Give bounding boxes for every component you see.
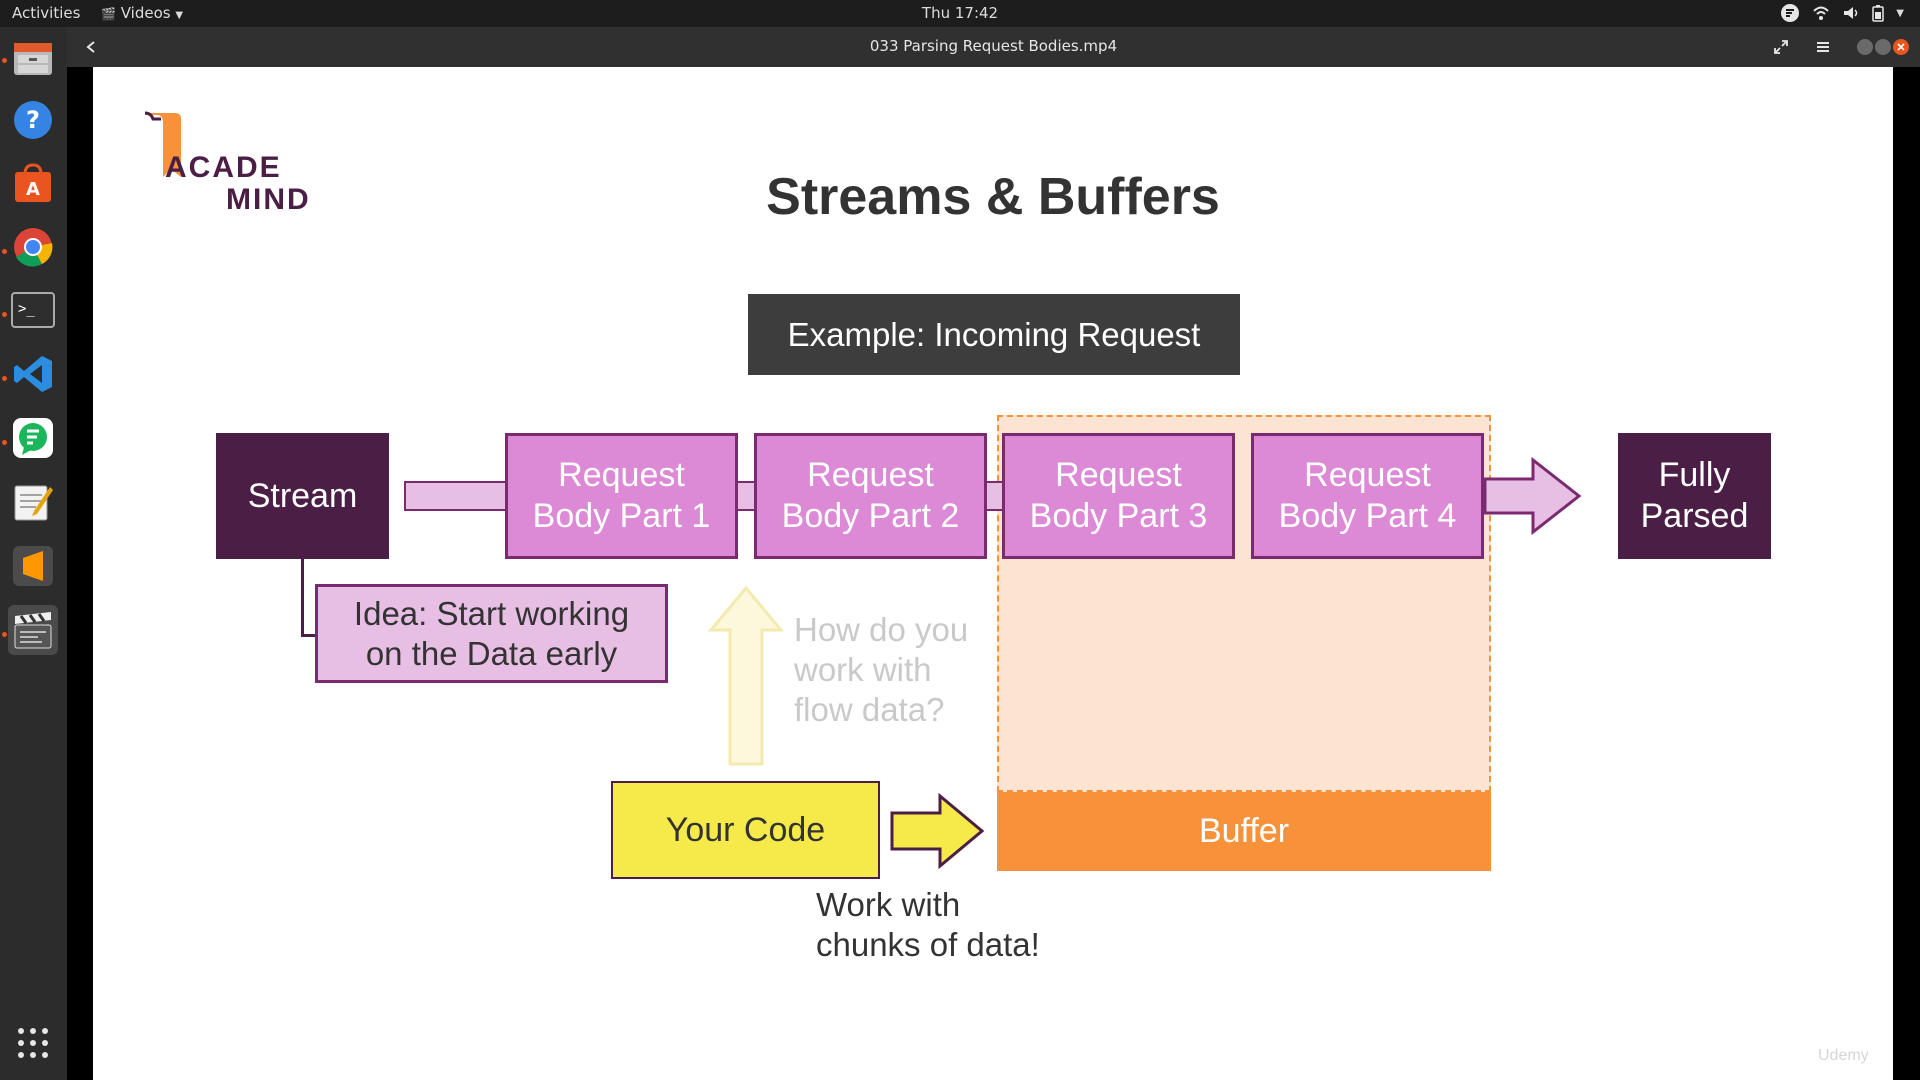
academind-logo: ACADE MIND	[143, 111, 309, 216]
part-label-line2: Body Part 4	[1278, 497, 1457, 535]
chevron-left-icon	[86, 41, 95, 53]
chunks-line1: Work with	[816, 886, 961, 923]
file-cabinet-icon	[14, 43, 52, 75]
dock-sublime[interactable]	[8, 541, 58, 591]
notification-icon[interactable]	[1780, 3, 1800, 23]
idea-line1: Idea: Start working	[353, 594, 630, 632]
part-label-line2: Body Part 2	[781, 497, 960, 535]
videos-app-icon: 🎬	[101, 7, 116, 21]
chevron-down-icon: ▼	[175, 10, 184, 21]
slide-title: Streams & Buffers	[766, 168, 1220, 226]
bookmark-logo-icon	[144, 111, 181, 177]
connector-line	[301, 559, 304, 637]
activities-button[interactable]: Activities	[12, 4, 81, 22]
clock[interactable]: Thu 17:42	[921, 4, 999, 22]
chunks-line2: chunks of data!	[816, 926, 1040, 963]
buffer-box: Buffer	[997, 792, 1491, 871]
window-title: 033 Parsing Request Bodies.mp4	[869, 37, 1118, 55]
fully-parsed-line1: Fully	[1658, 456, 1731, 495]
app-grid-icon	[18, 1028, 48, 1058]
close-icon	[1897, 43, 1905, 51]
hamburger-menu-icon	[1817, 42, 1829, 52]
dock-files[interactable]	[8, 32, 58, 82]
vscode-icon	[14, 356, 52, 392]
dock-terminal[interactable]: >_	[8, 285, 58, 335]
app-menu-label: Videos	[120, 4, 171, 22]
your-code-box: Your Code	[611, 781, 880, 879]
dock: ? A >_	[0, 27, 67, 1080]
fullscreen-button[interactable]	[1767, 33, 1795, 61]
help-icon: ?	[14, 101, 52, 139]
chat-icon	[13, 418, 53, 458]
question-text: How do you work with flow data?	[794, 610, 968, 730]
fullscreen-icon	[1774, 40, 1788, 54]
fully-parsed-line2: Parsed	[1640, 497, 1749, 535]
battery-icon[interactable]	[1872, 4, 1885, 22]
running-indicator	[2, 312, 7, 317]
close-button[interactable]	[1893, 39, 1909, 55]
running-indicator	[2, 376, 7, 381]
svg-text:?: ?	[26, 106, 40, 134]
right-arrow-icon	[890, 793, 985, 869]
terminal-icon: >_	[11, 292, 55, 328]
dock-help[interactable]: ?	[8, 95, 58, 145]
dock-chrome[interactable]	[8, 222, 58, 272]
udemy-watermark: Udemy	[1818, 1047, 1869, 1064]
svg-text:A: A	[26, 179, 40, 200]
volume-icon[interactable]	[1842, 4, 1860, 22]
example-label: Example: Incoming Request	[748, 294, 1240, 375]
chevron-down-icon[interactable]: ▼	[1896, 7, 1904, 19]
svg-text:>_: >_	[18, 301, 35, 317]
running-indicator	[2, 249, 7, 254]
logo-text-line1: ACADE	[165, 151, 282, 184]
maximize-button[interactable]	[1875, 39, 1891, 55]
up-arrow-icon	[708, 585, 784, 766]
menu-button[interactable]	[1809, 33, 1837, 61]
chrome-icon	[14, 228, 53, 267]
connector-line	[301, 634, 318, 637]
part-label-line1: Request	[1055, 456, 1182, 495]
part-label-line1: Request	[807, 456, 934, 495]
dock-software[interactable]: A	[8, 158, 58, 208]
running-indicator	[2, 58, 7, 63]
idea-line2: on the Data early	[365, 634, 618, 672]
show-applications-button[interactable]	[8, 1018, 58, 1068]
flow-arrow-icon	[1483, 457, 1582, 535]
text-editor-icon	[14, 485, 53, 521]
part-label-line2: Body Part 3	[1029, 497, 1208, 535]
system-tray[interactable]: ▼	[1780, 3, 1904, 23]
clapperboard-icon	[14, 612, 52, 649]
question-line3: flow data?	[794, 691, 945, 728]
stream-box: Stream	[216, 433, 389, 559]
running-indicator	[2, 440, 7, 445]
dock-chat[interactable]	[8, 413, 58, 463]
wifi-icon[interactable]	[1812, 4, 1830, 22]
question-line1: How do you	[794, 611, 969, 648]
chunks-text: Work with chunks of data!	[816, 885, 1040, 965]
question-line2: work with	[794, 651, 932, 688]
dock-videos[interactable]	[8, 605, 58, 655]
part-label-line1: Request	[558, 456, 685, 495]
software-center-icon: A	[15, 163, 51, 202]
logo-text-line2: MIND	[226, 183, 311, 216]
video-frame[interactable]: ACADE MIND Streams & Buffers Example: In…	[93, 67, 1893, 1080]
part-label-line2: Body Part 1	[532, 497, 711, 535]
sublime-text-icon	[13, 546, 53, 586]
header-bar: 033 Parsing Request Bodies.mp4	[67, 27, 1920, 67]
top-bar: Activities 🎬 Videos ▼ Thu 17:42 ▼	[0, 0, 1920, 27]
running-indicator	[2, 632, 7, 637]
dock-vscode[interactable]	[8, 349, 58, 399]
minimize-button[interactable]	[1857, 39, 1873, 55]
dock-text-editor[interactable]	[8, 477, 58, 527]
back-button[interactable]	[77, 33, 105, 61]
part-label-line1: Request	[1304, 456, 1431, 495]
app-menu[interactable]: 🎬 Videos ▼	[101, 4, 183, 22]
